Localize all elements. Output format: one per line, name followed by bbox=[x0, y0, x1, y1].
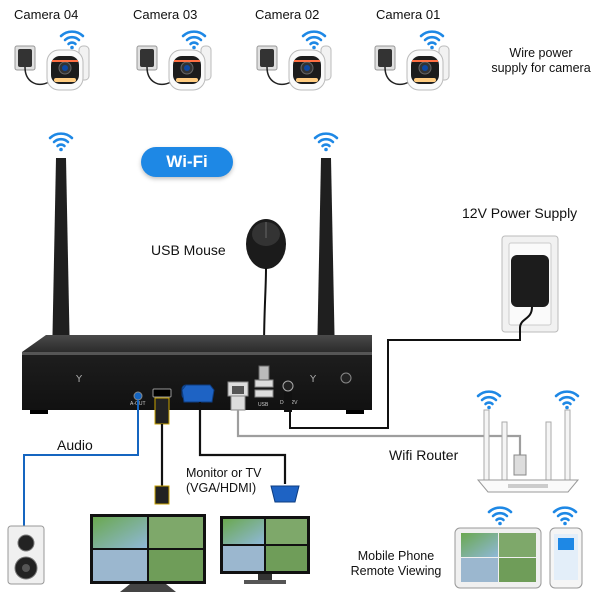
camera-03-label: Camera 03 bbox=[133, 7, 198, 22]
nvr-recorder: Y Y A-OUT USB DC 12V bbox=[22, 335, 372, 414]
wire-power-line2: supply for camera bbox=[491, 61, 591, 75]
tablet bbox=[454, 506, 542, 589]
svg-text:Y: Y bbox=[309, 374, 317, 385]
monitor-label: Monitor or TV (VGA/HDMI) bbox=[186, 466, 262, 496]
wifi-icon bbox=[48, 132, 74, 153]
hdmi-port bbox=[152, 388, 172, 398]
monitor-line1: Monitor or TV bbox=[186, 466, 262, 480]
power-supply bbox=[501, 235, 559, 333]
usb-mouse-label: USB Mouse bbox=[151, 242, 226, 258]
power-adapter-icon bbox=[511, 255, 549, 307]
monitor-line2: (VGA/HDMI) bbox=[186, 481, 257, 495]
wifi-icon bbox=[554, 390, 580, 411]
svg-text:Y: Y bbox=[75, 374, 83, 385]
wifi-icon bbox=[59, 30, 85, 51]
camera-01 bbox=[374, 30, 450, 91]
camera-04 bbox=[14, 30, 90, 91]
wifi-badge: Wi-Fi bbox=[141, 147, 233, 177]
wifi-router bbox=[476, 390, 580, 493]
wifi-icon bbox=[552, 506, 578, 527]
wifi-icon bbox=[476, 390, 502, 411]
usb-port-2 bbox=[254, 389, 274, 398]
audio-port bbox=[133, 391, 143, 401]
monitor-vga bbox=[220, 516, 310, 584]
camera-04-label: Camera 04 bbox=[14, 7, 79, 22]
wifi-icon bbox=[301, 30, 327, 51]
wifi-router-label: Wifi Router bbox=[389, 447, 459, 463]
monitor-hdmi bbox=[90, 514, 206, 592]
phone bbox=[549, 506, 583, 589]
wifi-icon bbox=[181, 30, 207, 51]
mobile-label: Mobile Phone Remote Viewing bbox=[344, 549, 448, 579]
camera-icon bbox=[14, 45, 90, 91]
power-supply-label: 12V Power Supply bbox=[462, 205, 578, 221]
mobile-line1: Mobile Phone bbox=[357, 549, 435, 563]
wifi-icon bbox=[313, 132, 339, 153]
speaker bbox=[7, 525, 45, 585]
camera-02-label: Camera 02 bbox=[255, 7, 320, 22]
mobile-line2: Remote Viewing bbox=[350, 564, 442, 578]
camera-03 bbox=[136, 30, 212, 91]
camera-01-label: Camera 01 bbox=[376, 7, 441, 22]
audio-label: Audio bbox=[57, 437, 93, 453]
left-antenna bbox=[48, 132, 74, 360]
camera-icon bbox=[256, 45, 332, 91]
dc-port bbox=[282, 380, 294, 392]
wire-power-line1: Wire power bbox=[509, 46, 573, 60]
wire-power-label: Wire power supply for camera bbox=[484, 46, 598, 76]
usb-port-label: USB bbox=[258, 402, 269, 408]
camera-02 bbox=[256, 30, 332, 91]
wifi-icon bbox=[419, 30, 445, 51]
camera-icon bbox=[374, 45, 450, 91]
camera-icon bbox=[136, 45, 212, 91]
wifi-icon bbox=[487, 506, 513, 527]
usb-port-1 bbox=[254, 379, 274, 388]
right-antenna bbox=[313, 132, 339, 360]
